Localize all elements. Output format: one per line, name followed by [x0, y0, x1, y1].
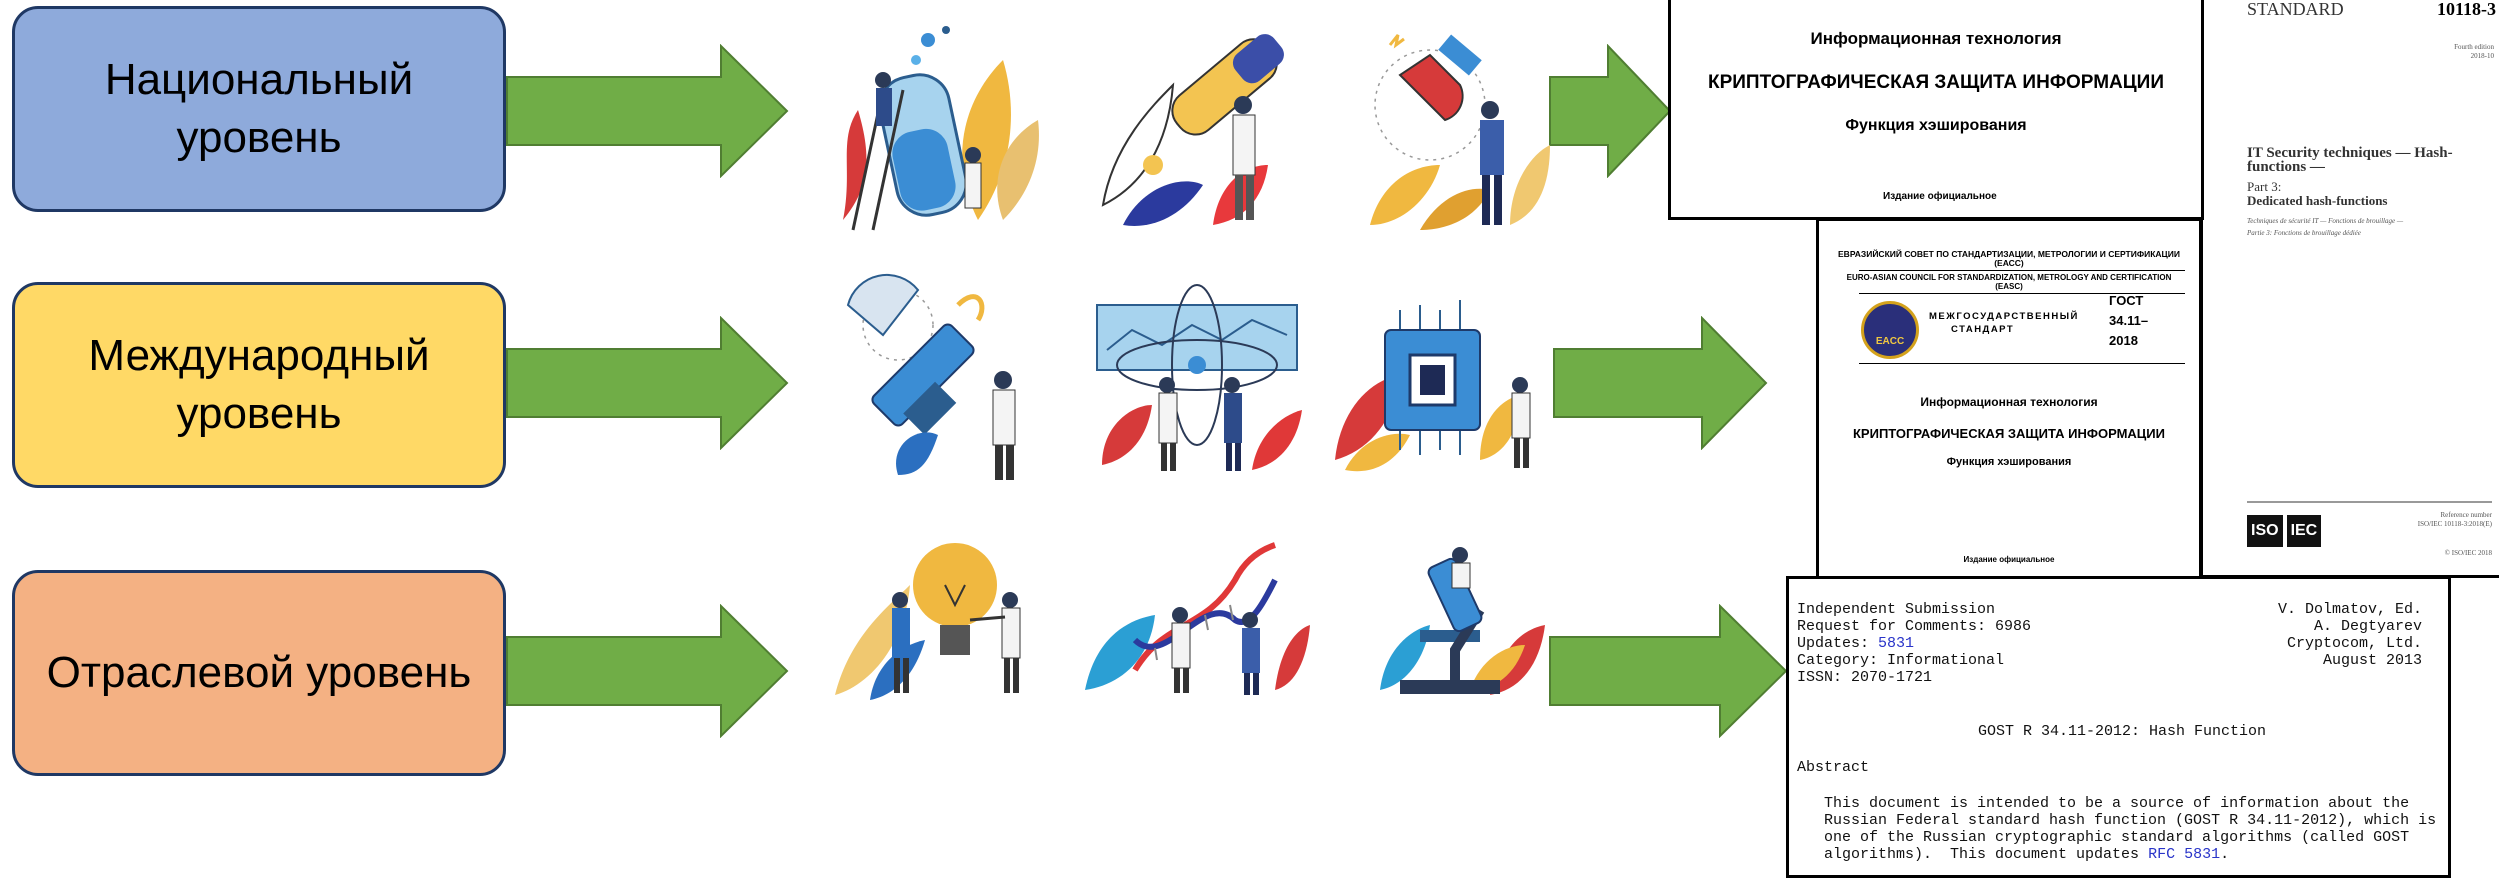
microscope-with-person-illustration [1380, 547, 1545, 695]
industry-level-label: Отраслевой уровень [46, 648, 472, 697]
iec-logo-icon: IEC [2286, 515, 2322, 547]
gost-divider-bottom [1859, 363, 2185, 364]
rfc-author-line3: Cryptocom, Ltd. [2286, 635, 2422, 652]
iso-title-line2: functions — [2247, 159, 2325, 175]
rfc-updates-link[interactable]: 5831 [1878, 635, 1915, 652]
iso-subtitle: Dedicated hash-functions [2247, 193, 2388, 208]
iso-logo-icon: ISO [2247, 515, 2283, 547]
rfc-title: GOST R 34.11-2012: Hash Function [1978, 723, 2267, 740]
rfc-header-line4: Category: Informational [1797, 652, 2005, 669]
international-level-label-line2: уровень [176, 389, 342, 438]
national-doc-footer: Издание официальное [1883, 191, 1997, 202]
person-with-magnet-illustration [1370, 34, 1550, 230]
scientist-with-pipette-illustration [1101, 34, 1284, 226]
gost-number-line2: 2018 [2109, 333, 2138, 348]
gost-council-ru-abbr: (ЕАСС) [1994, 258, 2024, 268]
rfc-abstract-line1: This document is intended to be a source… [1824, 795, 2410, 812]
eacc-emblem-icon: EACC [1861, 301, 1919, 359]
iso-reference-label: Reference number [2440, 511, 2493, 519]
eacc-emblem-label: EACC [1875, 336, 1905, 347]
rfc-abstract-line3: one of the Russian cryptographic standar… [1824, 829, 2410, 846]
gost-council-en-abbr: (EASC) [1995, 282, 2023, 291]
iso-part: Part 3: [2247, 179, 2282, 194]
rfc-abstract-line4-text: algorithms). This document updates [1824, 846, 2149, 863]
arrow-illustrations-to-national-doc [1549, 44, 1672, 178]
gost-council-ru: ЕВРАЗИЙСКИЙ СОВЕТ ПО СТАНДАРТИЗАЦИИ, МЕТ… [1838, 249, 2180, 259]
national-level-label-line1: Национальный [104, 55, 414, 104]
rfc-header-line1: Independent Submission [1797, 601, 1996, 618]
iso-standard-label: STANDARD [2247, 0, 2344, 19]
national-doc-line1: Информационная технология [1810, 29, 2062, 48]
international-level-label-line1: Международный [88, 331, 430, 380]
rfc-abstract-heading: Abstract [1797, 759, 1870, 776]
iso-standard-document: STANDARD 10118-3 Fourth edition 2018-10 … [2200, 0, 2499, 578]
iso-edition: Fourth edition [2454, 43, 2494, 51]
gost-label: ГОСТ [2109, 293, 2144, 308]
gost-line2: КРИПТОГРАФИЧЕСКАЯ ЗАЩИТА ИНФОРМАЦИИ [1853, 426, 2165, 441]
arrow-national-to-illustrations [506, 44, 789, 178]
rfc-5831-link[interactable]: RFC 5831 [2148, 846, 2221, 863]
iso-divider [2247, 501, 2492, 503]
rfc-abstract-line2: Russian Federal standard hash function (… [1824, 812, 2437, 829]
industry-level-box: Отраслевой уровень [12, 570, 506, 776]
gost-line3: Функция хэширования [1946, 456, 2072, 468]
rfc-abstract-line4: algorithms). This document updates RFC 5… [1824, 846, 2229, 863]
gost-number-line1: 34.11– [2109, 313, 2149, 328]
iso-edition-date: 2018-10 [2470, 52, 2494, 60]
scientist-with-test-tube-illustration [843, 26, 1039, 231]
gost-divider-mid [1859, 293, 2185, 294]
rfc-updates-label: Updates: [1797, 635, 1879, 652]
gost-divider-top [1859, 270, 2185, 271]
gost-standard-type-line2: СТАНДАРТ [1951, 324, 2015, 335]
gost-line1: Информационная технология [1920, 395, 2098, 409]
dna-with-scientists-illustration [1085, 542, 1310, 695]
national-doc-line3: Функция хэширования [1845, 117, 2027, 134]
satellite-with-scientist-illustration [846, 273, 1016, 480]
rfc-header-line3: Updates: 5831 [1797, 635, 1914, 652]
gost-footer: Издание официальное [1963, 555, 2055, 564]
iso-title-line1: IT Security techniques — Hash- [2247, 145, 2453, 161]
rfc-6986-document: Independent Submission Request for Comme… [1786, 576, 2451, 878]
national-standard-document: Информационная технология КРИПТОГРАФИЧЕС… [1668, 0, 2204, 220]
rfc-author-line1: V. Dolmatov, Ed. [2277, 601, 2422, 618]
lightbulb-with-people-illustration [835, 543, 1021, 700]
iso-iec-logo: ISO IEC [2247, 515, 2322, 547]
rfc-header-line5: ISSN: 2070-1721 [1797, 669, 1933, 686]
atom-and-screen-illustration [1096, 284, 1302, 471]
iso-standard-number: 10118-3 [2436, 0, 2496, 19]
arrow-industry-to-illustrations [506, 604, 789, 738]
gost-council-en: EURO-ASIAN COUNCIL FOR STANDARDIZATION, … [1846, 273, 2172, 282]
gost-interstate-standard-document: ЕВРАЗИЙСКИЙ СОВЕТ ПО СТАНДАРТИЗАЦИИ, МЕТ… [1816, 218, 2202, 580]
iso-french-title-line1: Techniques de sécurité IT — Fonctions de… [2247, 217, 2404, 225]
arrow-international-to-illustrations [506, 316, 789, 450]
gost-standard-type-line1: МЕЖГОСУДАРСТВЕННЫЙ [1929, 311, 2079, 322]
iso-reference-number: ISO/IEC 10118-3:2018(E) [2417, 520, 2492, 528]
iso-french-title-line2: Partie 3: Fonctions de brouillage dédiée [2247, 229, 2361, 237]
national-doc-line2: КРИПТОГРАФИЧЕСКАЯ ЗАЩИТА ИНФОРМАЦИИ [1708, 72, 2164, 93]
arrow-illustrations-to-gost-doc [1553, 316, 1768, 450]
rfc-abstract-period: . [2220, 846, 2230, 863]
international-level-box: Международный уровень [12, 282, 506, 488]
iso-copyright: © ISO/IEC 2018 [2444, 549, 2492, 557]
national-level-label-line2: уровень [176, 113, 342, 162]
rfc-author-line2: A. Degtyarev [2313, 618, 2422, 635]
national-level-box: Национальный уровень [12, 6, 506, 212]
microchip-with-engineer-illustration [1335, 300, 1531, 472]
arrow-illustrations-to-rfc-doc [1549, 604, 1788, 738]
rfc-header-line2: Request for Comments: 6986 [1797, 618, 2032, 635]
rfc-author-line4: August 2013 [2322, 652, 2422, 669]
